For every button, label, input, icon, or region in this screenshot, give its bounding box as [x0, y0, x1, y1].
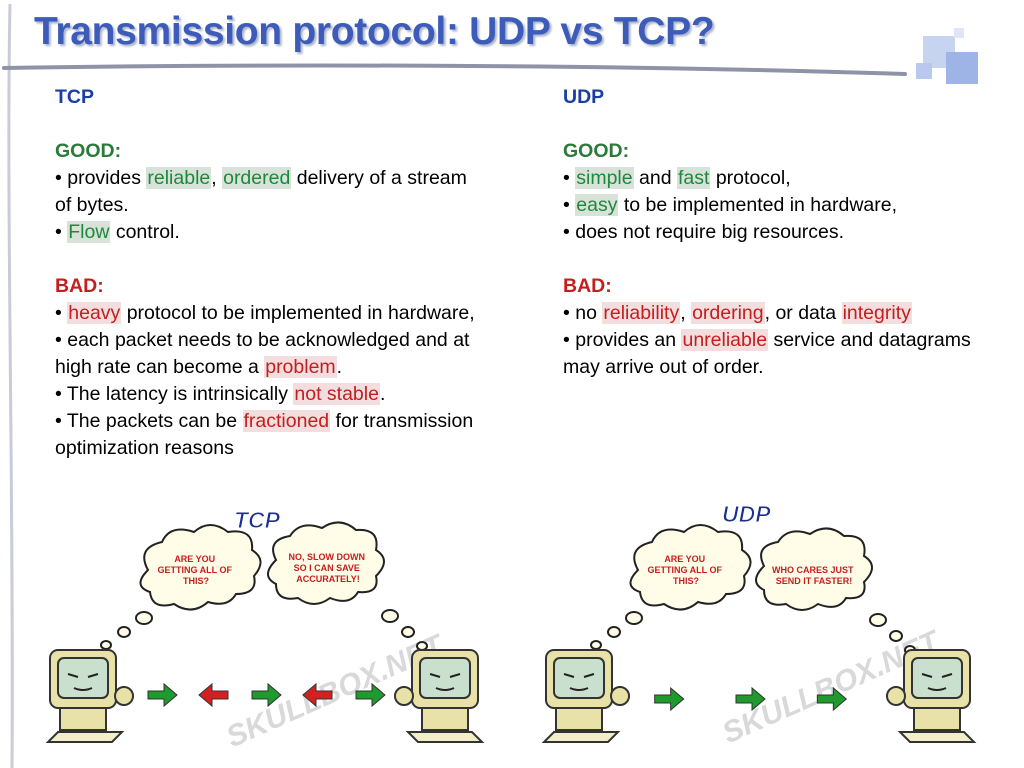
- tcp-cloud-right-text: NO, SLOW DOWN SO I CAN SAVE ACCURATELY!: [288, 552, 367, 584]
- udp-cartoon-label: UDP: [722, 501, 771, 527]
- arrow-left-icon: [302, 682, 333, 708]
- udp-good-bullet-3: • does not require big resources.: [563, 221, 845, 243]
- tcp-good-label: GOOD:: [55, 140, 122, 162]
- tcp-bad-bullet-3: • The latency is intrinsically not stabl…: [55, 383, 386, 405]
- udp-column: UDP GOOD: • simple and fast protocol, • …: [563, 84, 983, 381]
- arrow-right-icon: [735, 686, 766, 712]
- thought-cloud-icon: NO, SLOW DOWN SO I CAN SAVE ACCURATELY!: [267, 521, 428, 651]
- tcp-heading: TCP: [55, 86, 94, 108]
- udp-cloud-left-text: ARE YOU GETTING ALL OF THIS?: [647, 554, 724, 586]
- computer-face-icon: [886, 649, 977, 743]
- thought-cloud-icon: WHO CARES JUST SEND IT FASTER!: [755, 527, 916, 655]
- udp-bad-bullet-2: • provides an unreliable service and dat…: [563, 329, 971, 378]
- tcp-good-bullet-1: • provides reliable, ordered delivery of…: [55, 167, 467, 216]
- udp-heading: UDP: [563, 86, 605, 108]
- udp-bad-bullet-1: • no reliability, ordering, or data inte…: [563, 302, 912, 324]
- udp-cloud-right-text: WHO CARES JUST SEND IT FASTER!: [772, 565, 856, 586]
- computer-face-icon: [45, 649, 134, 743]
- arrow-right-icon: [147, 682, 178, 708]
- tcp-bad-bullet-1: • heavy protocol to be implemented in ha…: [55, 302, 475, 324]
- arrow-right-icon: [654, 686, 685, 712]
- udp-good-label: GOOD:: [563, 140, 630, 162]
- udp-cartoon: SKULLBOX.NET UDP ARE YOU GETTING ALL OF …: [541, 501, 977, 750]
- arrow-left-icon: [198, 682, 229, 708]
- tcp-cloud-left-text: ARE YOU GETTING ALL OF THIS?: [157, 554, 234, 586]
- udp-bad-label: BAD:: [563, 275, 612, 297]
- tcp-column: TCP GOOD: • provides reliable, ordered d…: [55, 84, 485, 462]
- slide-title: Transmission protocol: UDP vs TCP?: [34, 10, 715, 53]
- computer-face-icon: [541, 649, 630, 743]
- decorative-squares-icon: [916, 28, 978, 84]
- tcp-cartoon-label: TCP: [234, 507, 281, 533]
- thought-cloud-icon: ARE YOU GETTING ALL OF THIS?: [100, 524, 262, 650]
- tcp-bad-bullet-4: • The packets can be fractioned for tran…: [55, 410, 474, 459]
- arrow-right-icon: [355, 682, 386, 708]
- computer-face-icon: [394, 649, 485, 743]
- tcp-bad-bullet-2: • each packet needs to be acknowledged a…: [55, 329, 470, 378]
- tcp-cartoon: SKULLBOX.NET TCP ARE YOU GETTING ALL OF …: [45, 507, 485, 754]
- tcp-good-bullet-2: • Flow control.: [55, 221, 180, 243]
- tcp-bad-label: BAD:: [55, 275, 104, 297]
- udp-good-bullet-1: • simple and fast protocol,: [563, 167, 791, 189]
- arrow-right-icon: [251, 682, 282, 708]
- arrow-right-icon: [816, 686, 848, 712]
- thought-cloud-icon: ARE YOU GETTING ALL OF THIS?: [590, 524, 752, 650]
- udp-arrows: [654, 686, 848, 712]
- tcp-arrows: [147, 682, 386, 708]
- udp-good-bullet-2: • easy to be implemented in hardware,: [563, 194, 898, 216]
